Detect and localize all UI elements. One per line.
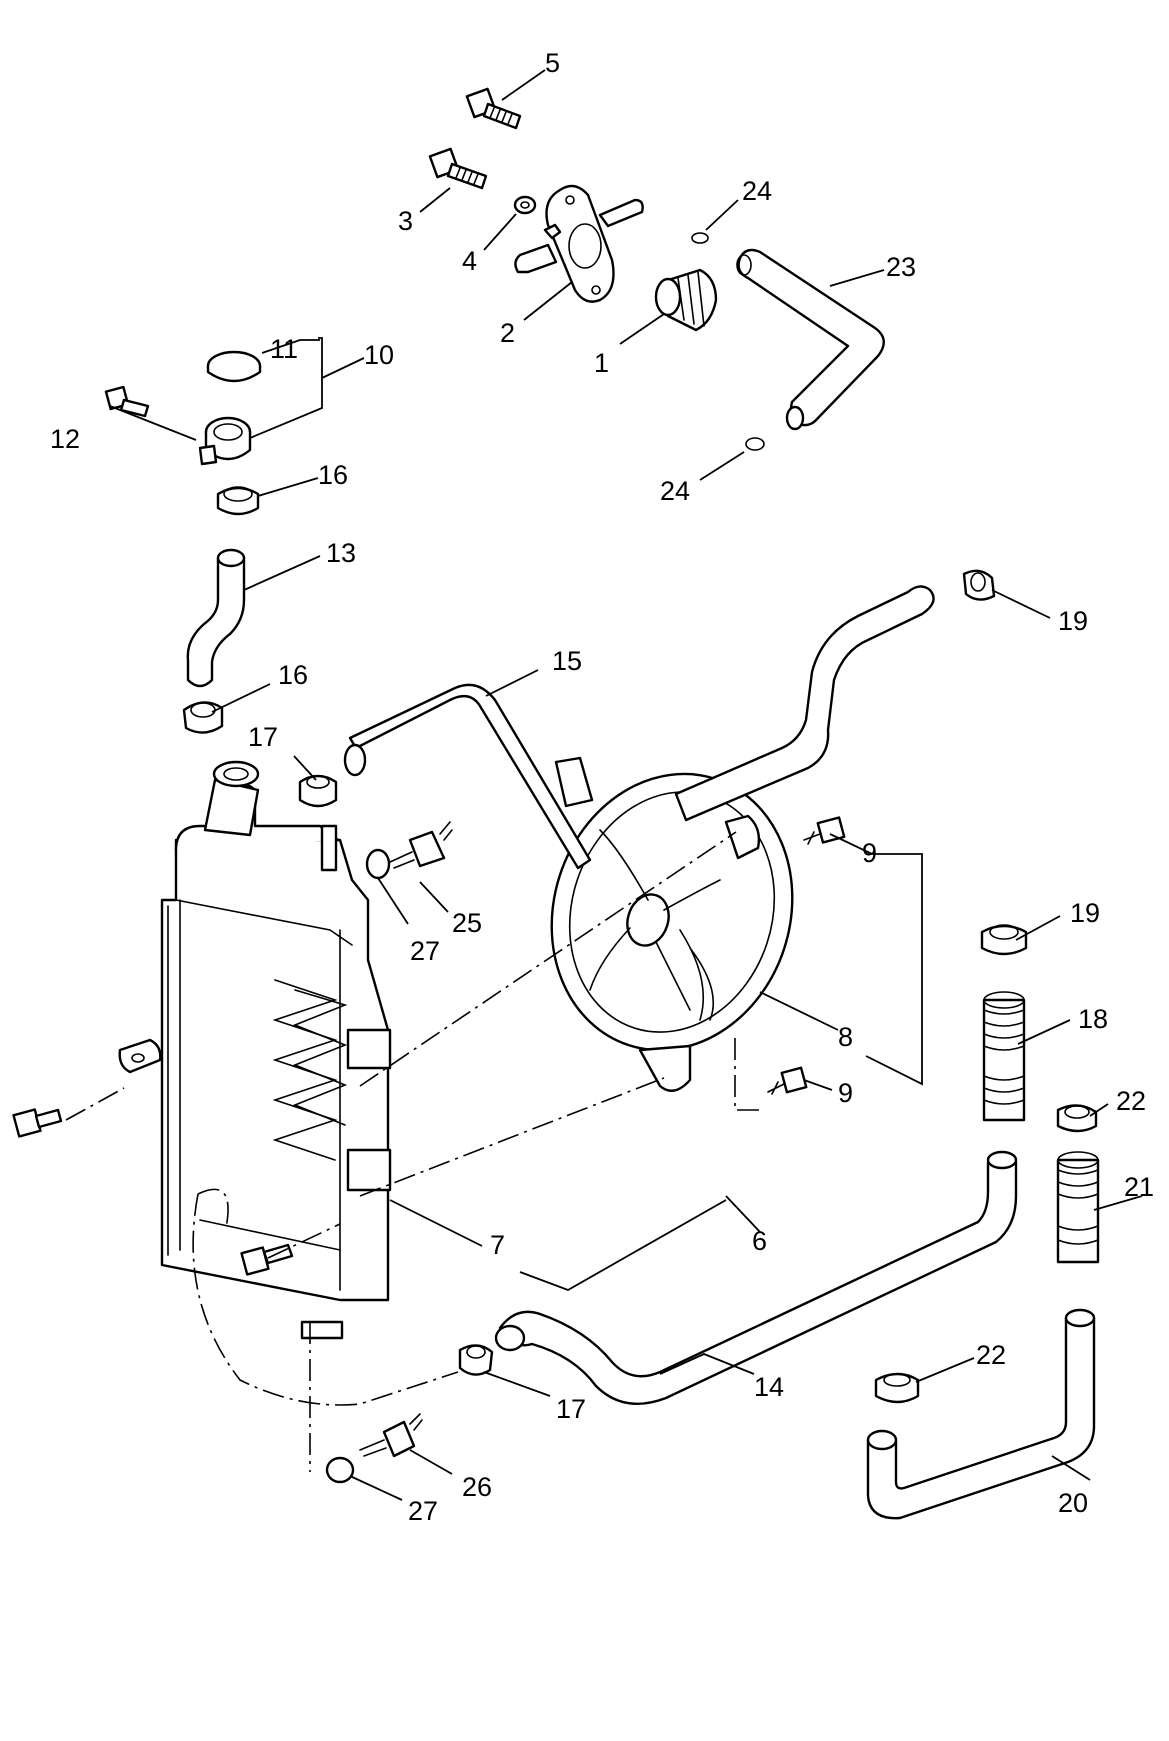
sensor-part-25 — [389, 821, 453, 869]
assembly-lines — [65, 831, 760, 1472]
callout-5: 5 — [545, 48, 560, 78]
clamp-part-17-top — [298, 774, 338, 808]
callout-16-bottom: 16 — [278, 660, 308, 690]
hose-part-13 — [186, 548, 246, 688]
clip-part-24-bottom — [745, 437, 765, 451]
leader-lines — [109, 69, 1143, 1501]
clamp-part-19-bottom — [980, 924, 1028, 956]
clamp-part-19-top — [962, 569, 996, 601]
side-bolt-part — [12, 1108, 63, 1138]
callout-6: 6 — [752, 1226, 767, 1256]
callout-3: 3 — [398, 206, 413, 236]
callout-13: 13 — [326, 538, 356, 568]
thermostat-cover-part-2 — [514, 184, 644, 303]
callout-7: 7 — [490, 1230, 505, 1260]
hose-part-14 — [494, 1150, 1018, 1405]
bellows-part-21 — [1056, 1151, 1100, 1264]
callout-16-top: 16 — [318, 460, 348, 490]
callout-27-bottom: 27 — [408, 1496, 438, 1526]
clamp-part-16-bottom — [182, 701, 224, 734]
callout-12: 12 — [50, 424, 80, 454]
callout-24-bottom: 24 — [660, 476, 690, 506]
callout-9-bottom: 9 — [838, 1078, 853, 1108]
callout-19-bottom: 19 — [1070, 898, 1100, 928]
hose-part-15 — [343, 585, 935, 870]
bolt-part-9-bottom — [767, 1066, 808, 1095]
callout-25: 25 — [452, 908, 482, 938]
clip-part-24-top — [691, 232, 709, 244]
callout-labels: 1 2 3 4 5 6 7 8 9 9 10 11 12 13 14 15 16… — [50, 48, 1154, 1526]
o-ring-part-27-bottom — [325, 1456, 355, 1484]
callout-17-bottom: 17 — [556, 1394, 586, 1424]
radiator-part — [118, 760, 392, 1340]
callout-19-top: 19 — [1058, 606, 1088, 636]
thermostat-part-1 — [654, 268, 718, 332]
washer-part-4 — [513, 195, 537, 215]
clamp-part-22-top — [1056, 1104, 1098, 1133]
callout-15: 15 — [552, 646, 582, 676]
bolt-part-12 — [104, 385, 150, 418]
callout-4: 4 — [462, 246, 477, 276]
clamp-part-22-bottom — [874, 1372, 920, 1404]
fan-blade-part — [589, 829, 721, 1021]
bolt-part-3 — [428, 147, 488, 190]
callout-22-bottom: 22 — [976, 1340, 1006, 1370]
bellows-part-18 — [982, 991, 1026, 1122]
callout-22-top: 22 — [1116, 1086, 1146, 1116]
o-ring-part-27-top — [365, 848, 391, 880]
callout-26: 26 — [462, 1472, 492, 1502]
callout-1: 1 — [594, 348, 609, 378]
callout-27-top: 27 — [410, 936, 440, 966]
callout-14: 14 — [754, 1372, 784, 1402]
bolt-part-9-top — [803, 816, 846, 845]
radiator-cap-part-11 — [206, 350, 262, 383]
callout-20: 20 — [1058, 1488, 1088, 1518]
callout-2: 2 — [500, 318, 515, 348]
sensor-part-26 — [359, 1413, 423, 1458]
callout-9-top: 9 — [862, 838, 877, 868]
callout-8: 8 — [838, 1022, 853, 1052]
callout-21: 21 — [1124, 1172, 1154, 1202]
clamp-part-17-bottom — [458, 1344, 494, 1376]
bolt-part-5 — [465, 87, 522, 130]
callout-23: 23 — [886, 252, 916, 282]
hose-part-23 — [736, 248, 885, 431]
callout-24-top: 24 — [742, 176, 772, 206]
callout-18: 18 — [1078, 1004, 1108, 1034]
hose-part-20 — [866, 1308, 1096, 1520]
clamp-part-16-top — [216, 486, 260, 516]
filler-neck-part-10 — [198, 416, 252, 466]
callout-10: 10 — [364, 340, 394, 370]
callout-11: 11 — [270, 334, 298, 364]
fan-shroud-part-8 — [550, 756, 794, 1092]
callout-17-top: 17 — [248, 722, 278, 752]
